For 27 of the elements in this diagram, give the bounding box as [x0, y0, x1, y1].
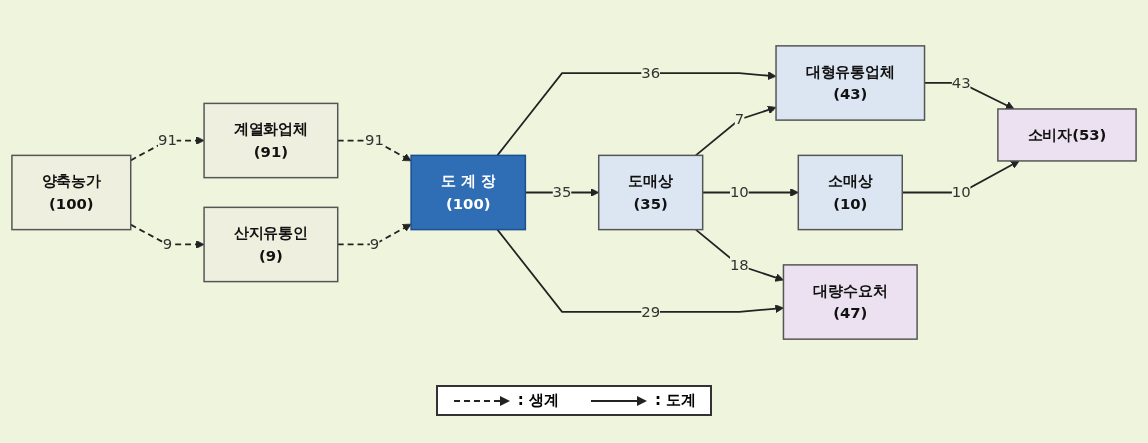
- legend-text: : 생계: [517, 391, 559, 410]
- edge-label: 36: [641, 63, 661, 82]
- edge-label: 10: [951, 183, 971, 202]
- legend-text: : 도계: [655, 391, 697, 410]
- node-box: 소비자(53): [997, 108, 1137, 162]
- edge-label: 43: [951, 73, 971, 92]
- edge-label: 10: [729, 183, 749, 202]
- edge-label: 91: [364, 131, 384, 150]
- edge-label: 91: [157, 131, 177, 150]
- edge-label: 9: [162, 235, 173, 254]
- node-box: 산지유통인 (9): [203, 206, 339, 283]
- node-box: 계열화업체 (91): [203, 102, 339, 179]
- arrow: [694, 228, 784, 282]
- node-box: 도매상 (35): [598, 154, 704, 231]
- edge-label: 18: [729, 256, 749, 275]
- arrow: [496, 71, 777, 157]
- edge-label: 35: [552, 183, 572, 202]
- arrow: [496, 228, 784, 314]
- edge-label: 7: [734, 110, 745, 129]
- node-box: 도 계 장 (100): [410, 154, 527, 231]
- node-box: 대형유통업체 (43): [775, 45, 926, 121]
- node-box: 대량수요처 (47): [782, 264, 918, 340]
- edge-label: 29: [641, 302, 661, 321]
- arrow: [694, 105, 777, 157]
- node-box: 소매상 (10): [797, 154, 903, 231]
- node-box: 양축농가 (100): [11, 154, 132, 231]
- edge-label: 9: [369, 235, 380, 254]
